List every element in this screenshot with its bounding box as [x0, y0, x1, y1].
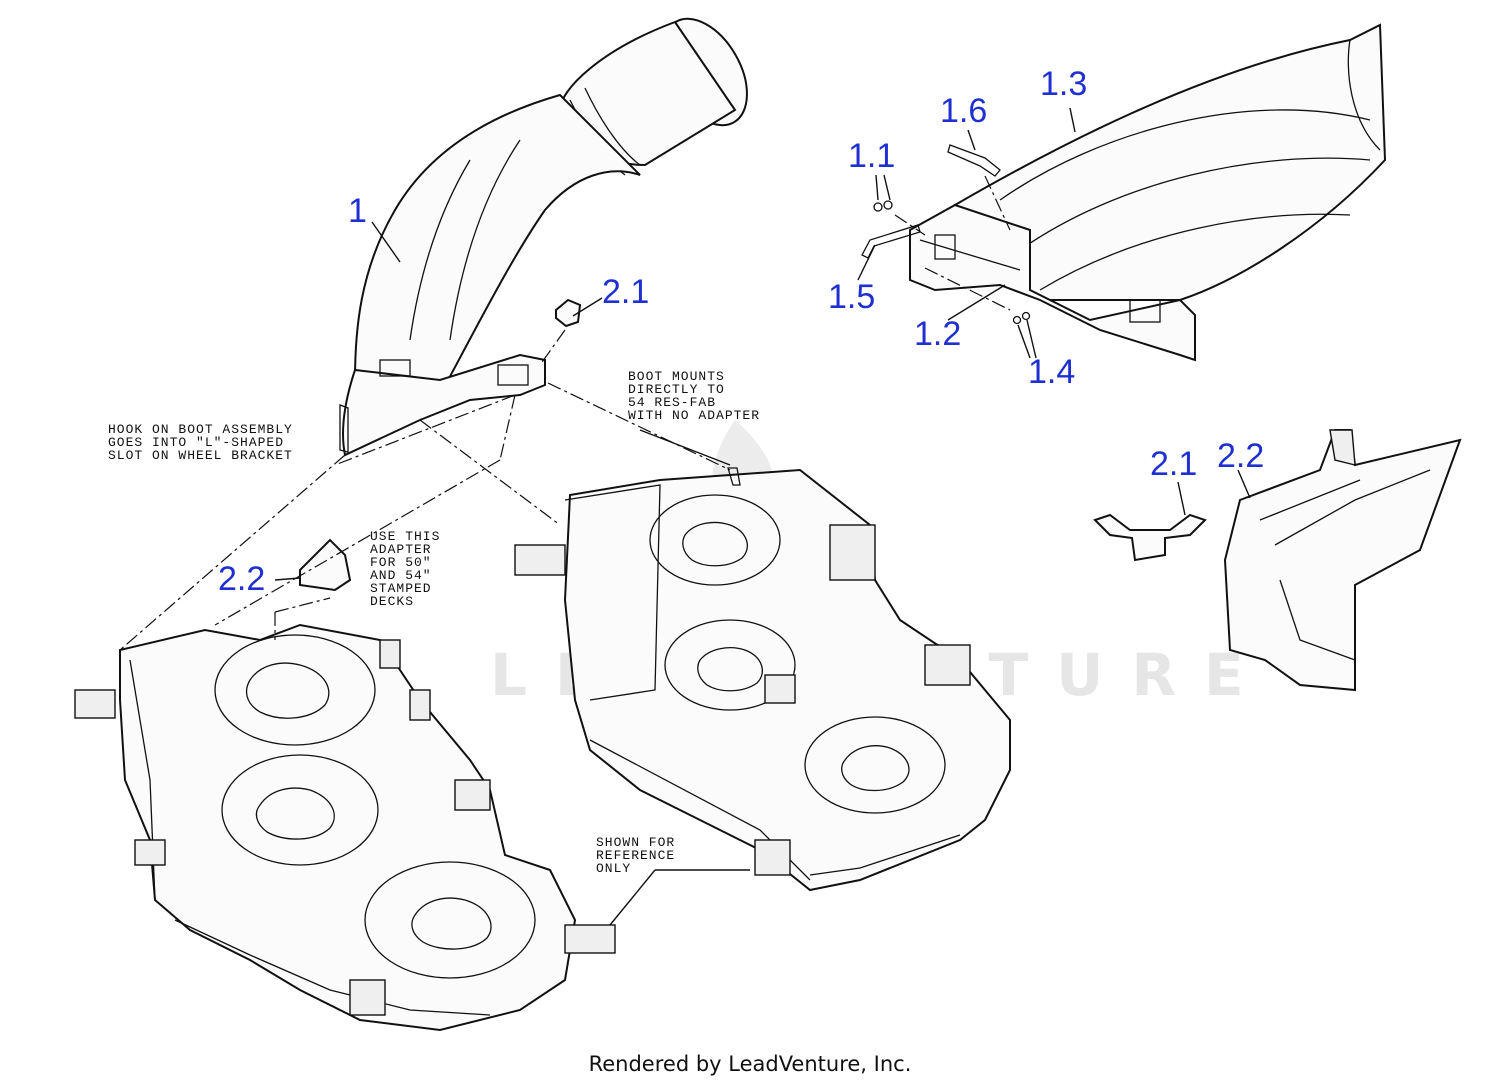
boot-assembly: [339, 17, 748, 457]
svg-text:AND 54": AND 54": [370, 568, 432, 583]
callout-2-1-right: 2.1: [1150, 445, 1197, 483]
svg-text:BOOT MOUNTS: BOOT MOUNTS: [628, 369, 725, 384]
svg-text:DECKS: DECKS: [370, 594, 414, 609]
callout-2-2-left: 2.2: [218, 560, 265, 598]
fabricated-deck: [514, 467, 1011, 892]
callout-1-5: 1.5: [828, 278, 875, 316]
callout-1-4: 1.4: [1028, 353, 1075, 391]
svg-text:SLOT ON WHEEL BRACKET: SLOT ON WHEEL BRACKET: [108, 448, 293, 463]
assembly-lines: [119, 329, 731, 651]
svg-text:FOR 50": FOR 50": [370, 555, 432, 570]
svg-text:HOOK ON BOOT ASSEMBLY: HOOK ON BOOT ASSEMBLY: [108, 422, 293, 437]
svg-text:GOES INTO "L"-SHAPED: GOES INTO "L"-SHAPED: [108, 435, 284, 450]
callout-1-1: 1.1: [848, 137, 895, 175]
stamped-deck: [74, 623, 616, 1032]
leader-lines: [274, 107, 1251, 926]
clip-part-2-1: [555, 298, 582, 328]
callout-2-2-right: 2.2: [1217, 437, 1264, 475]
callout-1-3: 1.3: [1040, 65, 1087, 103]
callout-1-2: 1.2: [914, 315, 961, 353]
svg-text:54 RES-FAB: 54 RES-FAB: [628, 395, 716, 410]
callout-1: 1: [348, 192, 367, 230]
callout-2-1-boot: 2.1: [602, 273, 649, 311]
footer-credit: Rendered by LeadVenture, Inc.: [588, 1052, 912, 1076]
note-use-adapter: USE THIS ADAPTER FOR 50" AND 54" STAMPED…: [370, 529, 440, 609]
svg-text:DIRECTLY TO: DIRECTLY TO: [628, 382, 725, 397]
svg-text:USE THIS: USE THIS: [370, 529, 440, 544]
note-hook-on-boot: HOOK ON BOOT ASSEMBLY GOES INTO "L"-SHAP…: [108, 422, 293, 463]
callouts: 1 1.1 1.2 1.3 1.4 1.5 1.6 2.1 2.1 2.2 2.…: [218, 65, 1264, 598]
callout-1-6: 1.6: [940, 92, 987, 130]
svg-text:ADAPTER: ADAPTER: [370, 542, 432, 557]
svg-text:ONLY: ONLY: [596, 861, 631, 876]
svg-text:REFERENCE: REFERENCE: [596, 848, 675, 863]
note-shown-for-reference: SHOWN FOR REFERENCE ONLY: [596, 835, 675, 876]
right-adapter-parts: [1093, 429, 1462, 692]
svg-text:SHOWN FOR: SHOWN FOR: [596, 835, 675, 850]
svg-text:STAMPED: STAMPED: [370, 581, 432, 596]
adapter-part-2-2: [299, 538, 352, 592]
note-boot-mounts: BOOT MOUNTS DIRECTLY TO 54 RES-FAB WITH …: [628, 369, 760, 423]
chute-assembly: [909, 23, 1387, 362]
svg-text:WITH NO ADAPTER: WITH NO ADAPTER: [628, 408, 760, 423]
